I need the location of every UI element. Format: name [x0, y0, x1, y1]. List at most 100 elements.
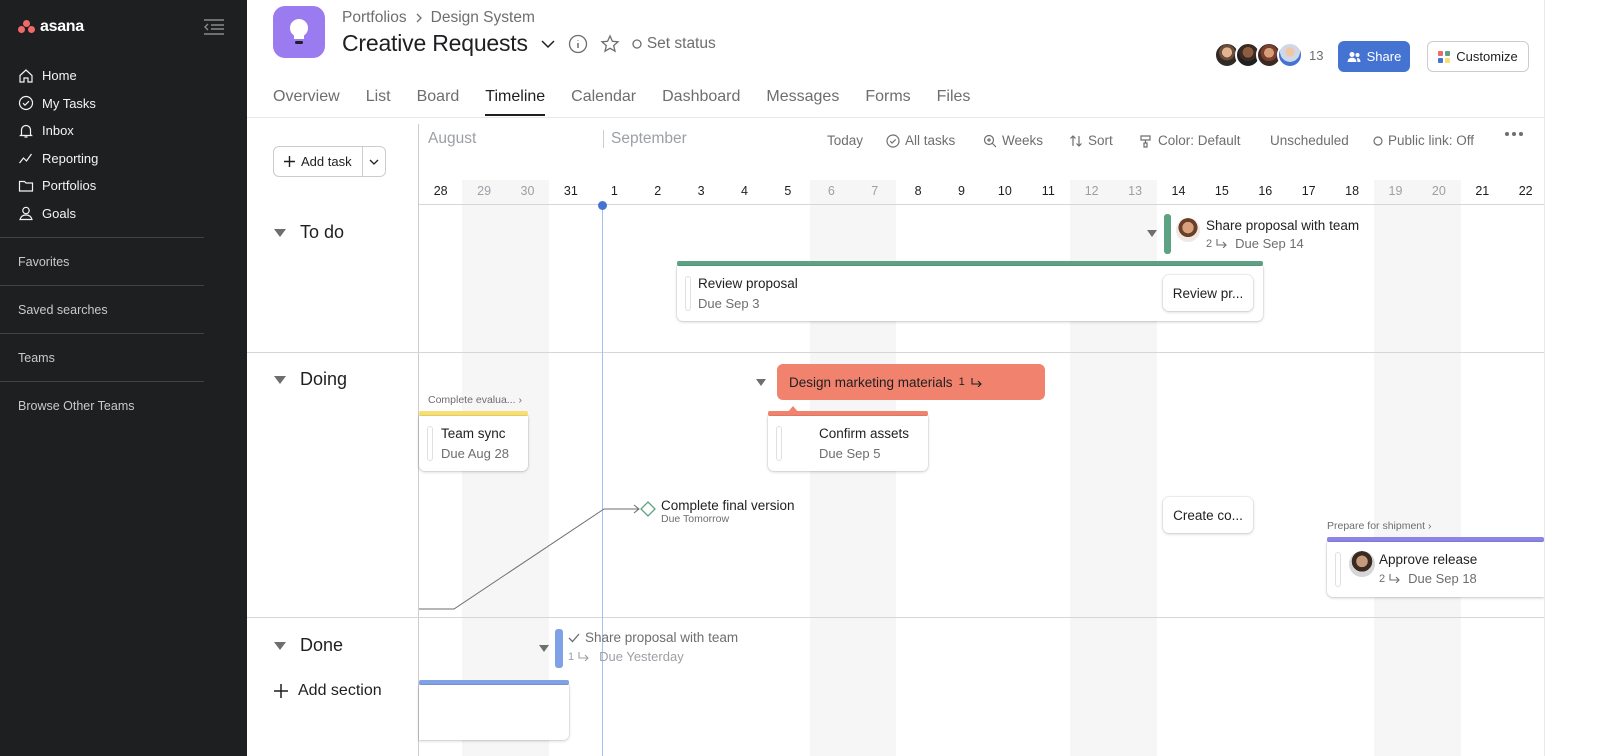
- task-card-team-sync[interactable]: Team sync Due Aug 28: [419, 416, 528, 471]
- caret-down-icon[interactable]: [274, 641, 286, 650]
- tab-files[interactable]: Files: [936, 88, 971, 105]
- day-number: 1: [610, 184, 618, 198]
- day-number: 9: [958, 184, 965, 198]
- tab-messages[interactable]: Messages: [766, 88, 840, 105]
- set-status-button[interactable]: Set status: [632, 35, 716, 53]
- chevron-down-icon[interactable]: [540, 39, 556, 49]
- task-due-date: Due Aug 28: [441, 446, 509, 461]
- set-status-label: Set status: [646, 34, 716, 52]
- tab-calendar[interactable]: Calendar: [571, 88, 637, 105]
- customize-button[interactable]: Customize: [1427, 41, 1529, 72]
- unscheduled-button[interactable]: Unscheduled: [1270, 133, 1349, 148]
- drag-handle[interactable]: [427, 426, 433, 461]
- day-column: 9: [940, 180, 983, 756]
- task-share-done[interactable]: Share proposal with team 1 Due Yesterday: [568, 630, 738, 664]
- day-column: 2: [636, 180, 679, 756]
- sort-button[interactable]: Sort: [1069, 133, 1113, 148]
- chart-line-icon: [19, 153, 32, 164]
- parent-task-label-complete-evalua[interactable]: Complete evalua... ›: [428, 394, 522, 406]
- task-share-proposal[interactable]: Share proposal with team 2 Due Sep 14: [1176, 218, 1359, 251]
- public-link-label: Public link: Off: [1388, 133, 1475, 148]
- today-button[interactable]: Today: [827, 133, 863, 148]
- task-bar-share-proposal[interactable]: [1164, 214, 1171, 254]
- task-card-done-subtask[interactable]: [419, 685, 569, 740]
- day-number: 14: [1171, 184, 1186, 198]
- day-number: 22: [1518, 184, 1533, 198]
- sidebar-item-goals[interactable]: Goals: [18, 200, 98, 228]
- expand-subtasks-toggle[interactable]: [539, 645, 549, 652]
- day-column: 11: [1027, 180, 1070, 756]
- sidebar-item-portfolios[interactable]: Portfolios: [18, 172, 98, 200]
- tab-timeline[interactable]: Timeline: [485, 88, 545, 116]
- member-count[interactable]: 13: [1309, 47, 1324, 63]
- section-header-doing[interactable]: Doing: [274, 369, 347, 390]
- task-bar-share-done[interactable]: [555, 629, 563, 668]
- sidebar-nav: Home My Tasks Inbox Reporting Portfolios…: [18, 62, 98, 227]
- add-task-button[interactable]: Add task: [274, 147, 363, 176]
- right-panel-edge: [1544, 0, 1600, 756]
- task-card-confirm-assets[interactable]: Confirm assets Due Sep 5: [768, 416, 928, 471]
- add-task-dropdown[interactable]: [363, 159, 385, 165]
- tab-list[interactable]: List: [365, 88, 391, 105]
- sidebar-item-inbox[interactable]: Inbox: [18, 117, 98, 145]
- task-bar-done-subtasks: [419, 680, 569, 685]
- check-circle-icon: [886, 133, 900, 148]
- sidebar-section-teams[interactable]: Teams: [18, 351, 55, 365]
- task-bar-review-proposal-parent[interactable]: [677, 261, 1263, 266]
- tab-board[interactable]: Board: [416, 88, 460, 105]
- sidebar-item-reporting[interactable]: Reporting: [18, 145, 98, 173]
- collapse-sidebar-icon[interactable]: [202, 18, 226, 36]
- drag-handle[interactable]: [776, 426, 782, 461]
- logo-text: asana: [40, 18, 84, 35]
- tab-dashboard[interactable]: Dashboard: [662, 88, 741, 105]
- task-due-date: Due Tomorrow: [661, 513, 730, 525]
- expand-subtasks-toggle[interactable]: [756, 379, 766, 386]
- public-link-button[interactable]: Public link: Off: [1373, 133, 1474, 148]
- all-tasks-filter[interactable]: All tasks: [886, 133, 955, 148]
- milestone-complete-final[interactable]: Complete final version Due Tomorrow: [661, 498, 795, 525]
- day-header-divider: [419, 204, 1544, 205]
- section-divider: [247, 352, 1544, 353]
- sidebar-section-browse-teams[interactable]: Browse Other Teams: [18, 399, 135, 413]
- drag-handle[interactable]: [685, 276, 691, 311]
- share-button[interactable]: Share: [1338, 41, 1410, 72]
- parent-task-label-prepare-shipment[interactable]: Prepare for shipment ›: [1327, 520, 1432, 532]
- task-name: Review proposal: [698, 276, 798, 291]
- page-title[interactable]: Creative Requests: [342, 30, 528, 56]
- tab-overview[interactable]: Overview: [273, 88, 340, 105]
- sidebar-item-my-tasks[interactable]: My Tasks: [18, 90, 98, 118]
- task-due-date: Due Sep 14: [1235, 236, 1304, 251]
- breadcrumb-design-system[interactable]: Design System: [430, 9, 535, 26]
- chevron-right-icon: [416, 13, 422, 23]
- member-avatars[interactable]: 13: [1214, 42, 1323, 68]
- sidebar-item-home[interactable]: Home: [18, 62, 98, 90]
- more-options-icon[interactable]: [1504, 131, 1524, 137]
- sidebar-section-favorites[interactable]: Favorites: [18, 255, 70, 269]
- expand-subtasks-toggle[interactable]: [1147, 230, 1157, 237]
- task-card-approve-release[interactable]: Approve release 2 Due Sep 18: [1327, 542, 1544, 597]
- color-button[interactable]: Color: Default: [1139, 133, 1241, 148]
- breadcrumb-portfolios[interactable]: Portfolios: [342, 9, 407, 26]
- caret-down-icon[interactable]: [274, 228, 286, 237]
- sort-icon: [1070, 134, 1082, 147]
- day-number: 18: [1345, 184, 1360, 198]
- milestone-diamond-icon[interactable]: [640, 501, 656, 517]
- star-icon[interactable]: [600, 33, 620, 54]
- info-icon[interactable]: [568, 34, 588, 54]
- asana-logo[interactable]: asana: [18, 18, 84, 36]
- add-section-button[interactable]: Add section: [274, 682, 382, 700]
- task-name: Review pr...: [1172, 285, 1244, 301]
- lightbulb-icon: [289, 18, 309, 44]
- task-bar-design-marketing[interactable]: Design marketing materials 1: [777, 364, 1045, 400]
- sidebar-section-saved-searches[interactable]: Saved searches: [18, 303, 108, 317]
- tab-forms[interactable]: Forms: [865, 88, 911, 105]
- section-header-todo[interactable]: To do: [274, 222, 344, 243]
- drag-handle[interactable]: [1335, 552, 1341, 587]
- task-card-review-pr[interactable]: Review pr...: [1163, 275, 1253, 311]
- task-card-create-co[interactable]: Create co...: [1163, 497, 1253, 533]
- task-name: Team sync: [441, 426, 506, 441]
- caret-down-icon[interactable]: [274, 375, 286, 384]
- weeks-zoom[interactable]: Weeks: [983, 133, 1043, 148]
- check-circle-icon: [18, 96, 34, 111]
- section-header-done[interactable]: Done: [274, 635, 343, 656]
